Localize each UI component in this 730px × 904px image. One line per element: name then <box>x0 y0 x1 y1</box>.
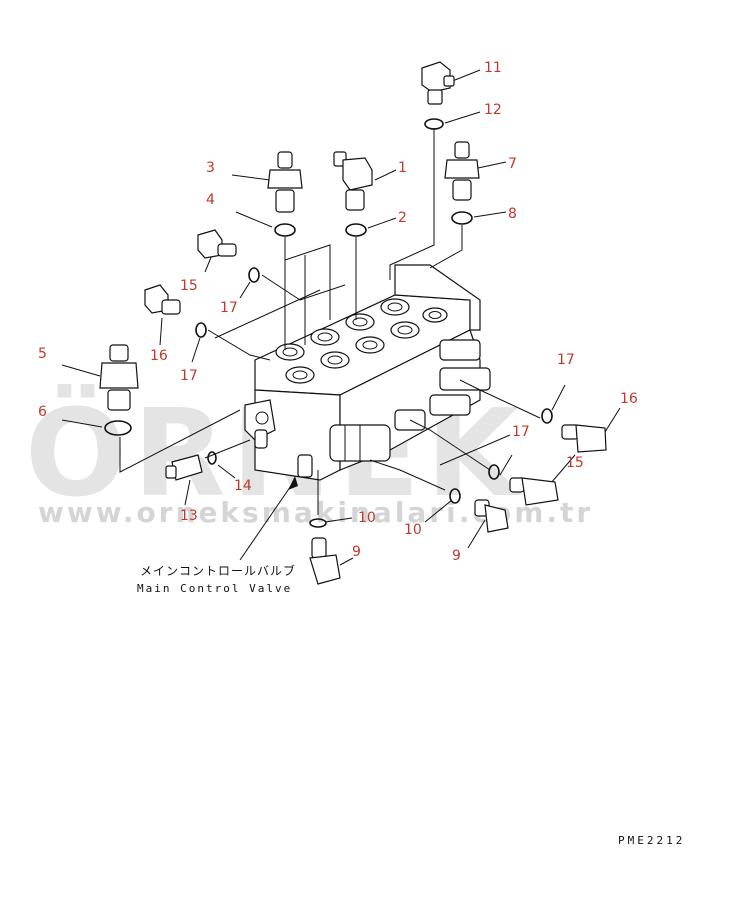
callout-5: 5 <box>38 346 47 362</box>
o-ring-10-right <box>449 488 461 504</box>
callout-16-left: 16 <box>150 348 168 364</box>
top-ports <box>275 298 448 384</box>
callout-3: 3 <box>206 160 215 176</box>
o-ring-12 <box>424 118 444 130</box>
title-japanese: メインコントロールバルブ <box>140 563 296 578</box>
callout-15-right: 15 <box>566 455 584 471</box>
o-ring-2 <box>345 223 367 237</box>
callout-12: 12 <box>484 102 502 118</box>
o-ring-4 <box>274 223 296 237</box>
callout-15-upper: 15 <box>180 278 198 294</box>
fitting-3 <box>267 151 303 213</box>
callout-9-right: 9 <box>452 548 461 564</box>
callout-4: 4 <box>206 192 215 208</box>
callout-17-right: 17 <box>557 352 575 368</box>
callout-16-right: 16 <box>620 391 638 407</box>
leader-lines <box>61 69 621 566</box>
fitting-15-upper <box>197 229 237 259</box>
fitting-15-right <box>509 477 559 506</box>
o-ring-8 <box>451 211 473 225</box>
callout-13: 13 <box>180 508 198 524</box>
o-ring-17-left <box>195 322 207 338</box>
callout-1: 1 <box>398 160 407 176</box>
callout-10-right: 10 <box>404 522 422 538</box>
fitting-16-right <box>561 424 607 453</box>
fitting-11 <box>421 61 455 105</box>
callout-11: 11 <box>484 60 502 76</box>
o-ring-10 <box>309 518 327 528</box>
fitting-5 <box>99 344 139 411</box>
callout-8: 8 <box>508 206 517 222</box>
fitting-9-right <box>474 499 509 533</box>
part-title: メインコントロールバルブ Main Control Valve <box>137 563 296 595</box>
title-english: Main Control Valve <box>137 582 292 595</box>
fittings <box>99 61 607 585</box>
callout-17-upper: 17 <box>220 300 238 316</box>
callout-17-lower: 17 <box>512 424 530 440</box>
watermark-url: www.orneksmakinalari.com.tr <box>38 496 593 529</box>
callout-10: 10 <box>358 510 376 526</box>
drawing-code: PME2212 <box>618 834 685 847</box>
fitting-7 <box>444 141 480 201</box>
callout-14: 14 <box>234 478 252 494</box>
callout-7: 7 <box>508 156 517 172</box>
o-ring-14 <box>207 451 217 465</box>
o-ring-6 <box>104 420 132 436</box>
o-rings <box>104 118 553 528</box>
fitting-9-lower <box>309 537 341 585</box>
main-control-valve-body <box>244 264 491 481</box>
o-ring-17-upper <box>248 267 260 283</box>
fitting-16-left <box>144 284 181 315</box>
callout-9-lower: 9 <box>352 544 361 560</box>
callout-numbers: 11 12 3 1 7 4 2 8 15 17 16 17 5 6 17 16 … <box>38 60 638 564</box>
o-ring-17-right <box>541 408 553 424</box>
fitting-1 <box>333 151 373 211</box>
callout-2: 2 <box>398 210 407 226</box>
callout-17-left: 17 <box>180 368 198 384</box>
o-ring-17-lower <box>488 464 500 480</box>
valve-spools <box>329 339 491 462</box>
callout-6: 6 <box>38 404 47 420</box>
fitting-13 <box>165 454 203 481</box>
